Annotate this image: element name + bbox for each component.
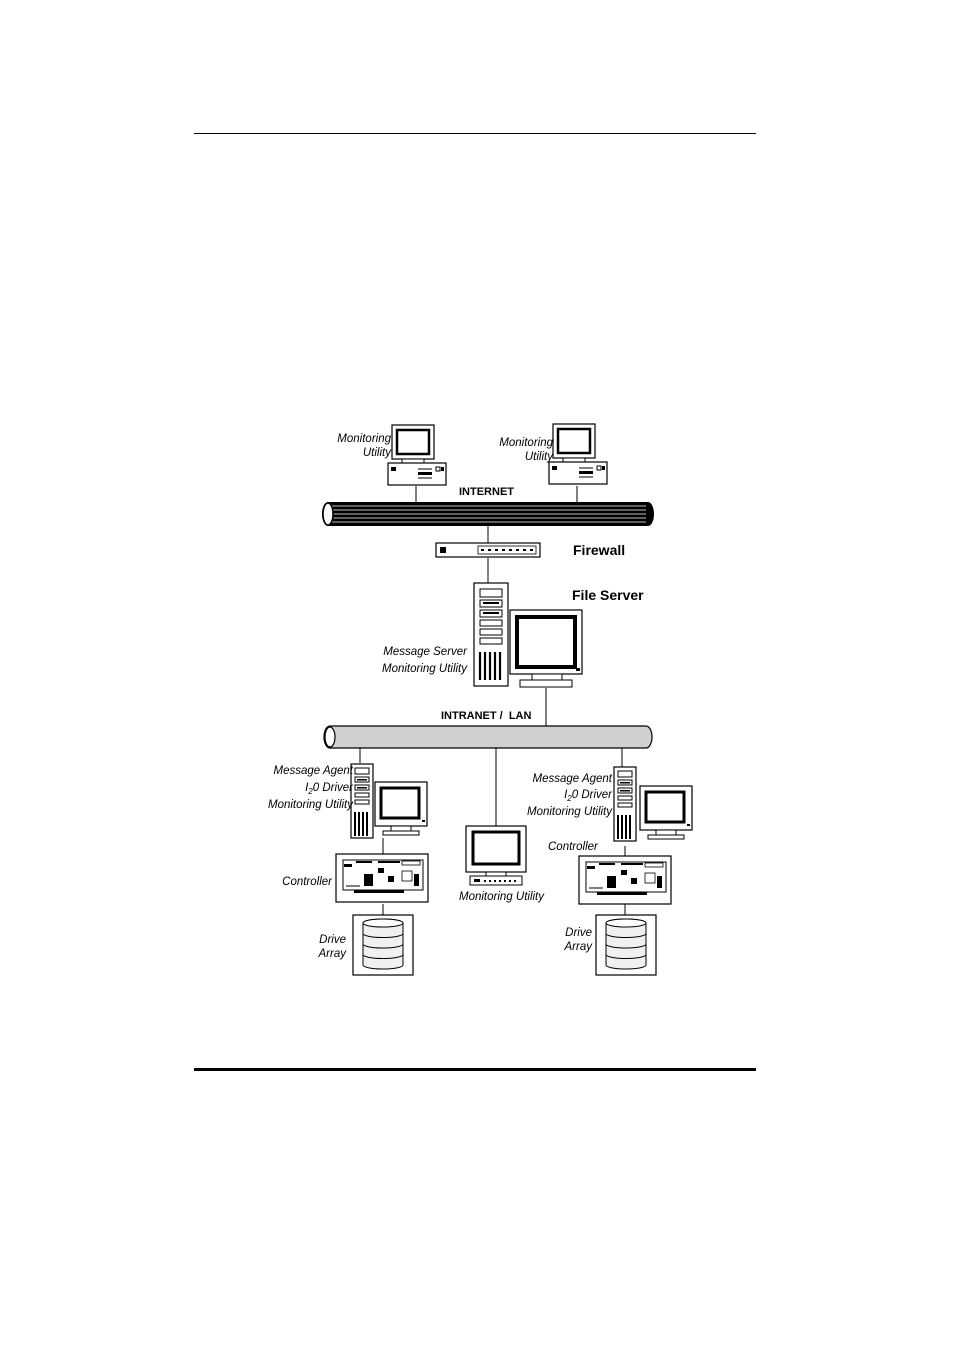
drive-array-right-label: Drive Array xyxy=(564,927,592,953)
controller-right-card xyxy=(578,855,672,905)
controller-left-card xyxy=(335,853,429,903)
agent-right-monitor xyxy=(638,784,694,841)
drive-array-left xyxy=(352,914,414,976)
center-monitoring-station xyxy=(465,825,527,886)
server-label: Message Server Monitoring Utility xyxy=(382,646,467,675)
agent-left-monitor xyxy=(373,780,429,837)
file-server-tower xyxy=(473,582,509,687)
agent-left-tower xyxy=(350,763,374,839)
firewall-label: Firewall xyxy=(573,542,626,558)
internet-workstation-left xyxy=(386,423,448,487)
agent-right-tower xyxy=(613,766,637,842)
intranet-label: INTRANET / LAN xyxy=(441,710,532,722)
controller-left-label: Controller xyxy=(282,876,332,888)
top-rule xyxy=(194,133,756,134)
intranet-pipe xyxy=(323,725,653,749)
file-server-label: File Server xyxy=(572,587,644,603)
file-server-monitor xyxy=(509,609,583,688)
firewall-device xyxy=(435,542,541,558)
drive-array-left-label: Drive Array xyxy=(318,934,346,960)
monitoring-label-left: Monitoring Utility xyxy=(337,433,391,459)
monitoring-label-center: Monitoring Utility xyxy=(459,891,544,903)
bottom-rule xyxy=(194,1068,756,1071)
drive-array-right xyxy=(595,914,657,976)
internet-pipe xyxy=(322,502,654,526)
internet-workstation-right xyxy=(547,422,609,486)
controller-right-label: Controller xyxy=(548,841,598,853)
monitoring-label-right: Monitoring Utility xyxy=(499,437,553,463)
agent-right-label: Message Agent I20 Driver Monitoring Util… xyxy=(527,773,612,818)
agent-left-label: Message Agent I20 Driver Monitoring Util… xyxy=(268,765,353,811)
internet-label: INTERNET xyxy=(459,486,514,498)
